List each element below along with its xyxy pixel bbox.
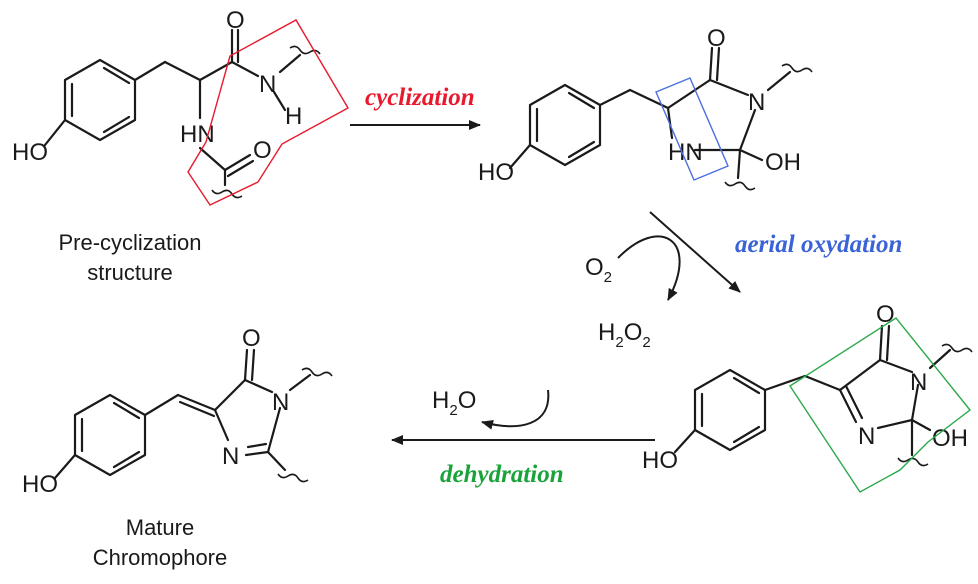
phenol-ring-2 — [528, 83, 602, 167]
wavy-bond-2a — [781, 63, 813, 73]
atom-oh-2: OH — [765, 149, 801, 176]
atom-ho-4: HO — [22, 471, 58, 498]
caption-mature: Mature — [126, 515, 194, 540]
wavy-bond-4a — [301, 367, 333, 377]
blue-highlight-box — [655, 77, 729, 181]
phenol-ring-3 — [693, 368, 767, 452]
atom-hn-2: HN — [668, 139, 703, 166]
step-aerial-oxydation: aerial oxydation — [735, 231, 902, 258]
wavy-bond-1b — [211, 189, 243, 199]
mature-chromophore: O N N HO — [22, 325, 333, 498]
oxidized-intermediate: O N N OH HO — [642, 301, 973, 493]
atom-o-amide-1: O — [253, 137, 272, 164]
atom-n-1: N — [259, 71, 276, 98]
o2-curved-arrow — [617, 235, 681, 301]
atom-n-4a: N — [272, 389, 289, 416]
atom-n-4b: N — [222, 443, 239, 470]
wavy-bond-3b — [897, 457, 929, 467]
wavy-bond-4b — [277, 473, 309, 483]
atom-n-3a: N — [910, 369, 927, 396]
atom-o-carbonyl-3: O — [876, 301, 895, 328]
wavy-bond-3a — [941, 343, 973, 353]
atom-ho-2: HO — [478, 159, 514, 186]
wavy-bond-2b — [724, 181, 756, 191]
caption-chromophore: Chromophore — [93, 545, 228, 570]
atom-hn-1: HN — [180, 121, 215, 148]
wavy-bond-1a — [289, 45, 321, 55]
caption-structure: structure — [87, 260, 173, 285]
atom-n-3b: N — [858, 423, 875, 450]
atom-o-carbonyl-1: O — [226, 7, 245, 34]
cyclized-intermediate: O N HN OH HO — [478, 25, 813, 191]
step-cyclization: cyclization — [365, 84, 475, 111]
atom-o-carbonyl-4: O — [242, 325, 261, 352]
atom-n-2: N — [748, 89, 765, 116]
reagent-h2o2: H2O2 — [598, 319, 651, 351]
reagent-o2: O2 — [585, 254, 612, 286]
phenol-ring-4 — [73, 393, 147, 477]
atom-oh-3: OH — [932, 425, 968, 452]
red-highlight-box — [187, 19, 349, 206]
pre-cyclization-structure: O N H HN O HO — [12, 7, 349, 206]
caption-pre-cyclization: Pre-cyclization — [58, 230, 201, 255]
step-dehydration: dehydration — [440, 461, 564, 488]
atom-h-1: H — [285, 103, 302, 130]
atom-o-carbonyl-2: O — [707, 25, 726, 52]
h2o-curved-arrow — [481, 389, 550, 430]
atom-ho-1: HO — [12, 139, 48, 166]
phenol-ring-1 — [63, 58, 137, 142]
oxydation-arrow — [649, 211, 741, 293]
green-highlight-box — [789, 317, 971, 493]
reagent-h2o: H2O — [432, 387, 476, 419]
atom-ho-3: HO — [642, 447, 678, 474]
